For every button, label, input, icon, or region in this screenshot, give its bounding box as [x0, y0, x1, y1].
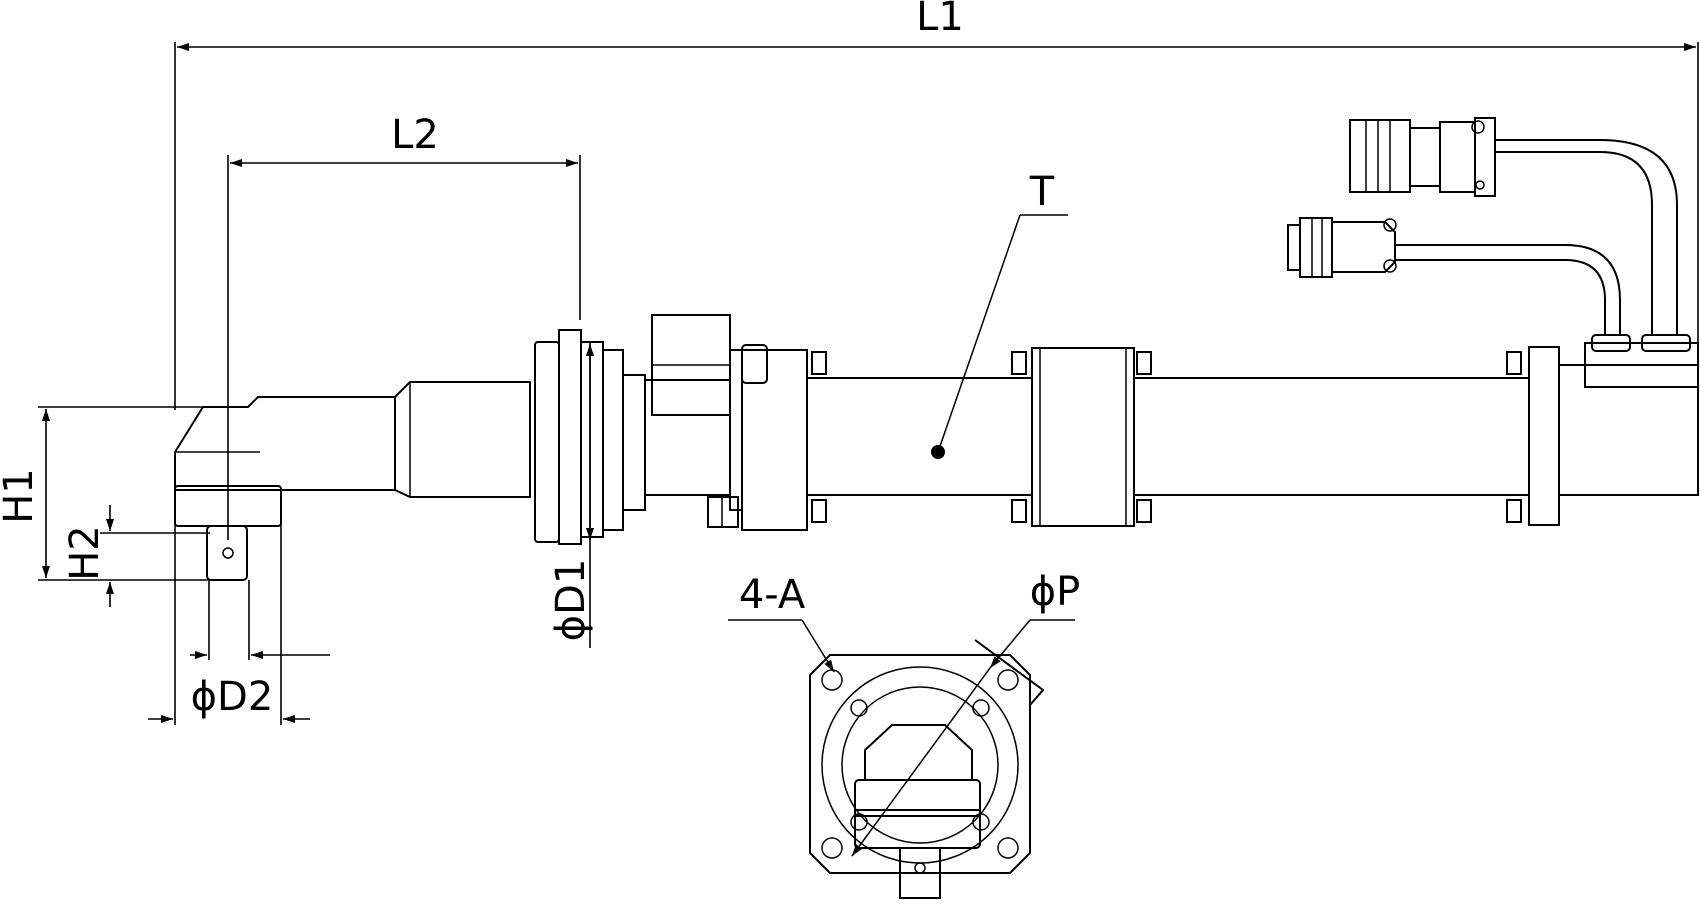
- main-flange: [534, 329, 646, 545]
- dimension-h2: H2: [62, 505, 210, 607]
- label-t: T: [1029, 169, 1055, 215]
- label-l2: L2: [391, 112, 439, 158]
- wrench-head: [174, 381, 531, 581]
- dimension-l2: L2: [227, 112, 581, 540]
- label-h2: H2: [62, 525, 108, 581]
- dimension-l1: L1: [174, 0, 1699, 410]
- dimension-d2: ϕD2: [148, 510, 330, 725]
- leader-4a: 4-A: [728, 572, 835, 673]
- leader-t: T: [937, 169, 1068, 453]
- label-l1: L1: [916, 0, 964, 40]
- label-h1: H1: [0, 468, 42, 524]
- dimension-d1: ϕD1: [548, 342, 594, 648]
- cable-connectors: [1287, 117, 1699, 388]
- label-d1: ϕD1: [548, 559, 594, 642]
- encoder-housing: [644, 314, 808, 531]
- front-view: [809, 639, 1045, 899]
- dimension-h1: H1: [0, 406, 240, 581]
- label-4a: 4-A: [739, 572, 806, 618]
- leader-p: ϕP: [851, 569, 1081, 857]
- shaft-tube: [806, 346, 1699, 527]
- label-d2: ϕD2: [191, 674, 274, 720]
- label-p: ϕP: [1030, 569, 1081, 615]
